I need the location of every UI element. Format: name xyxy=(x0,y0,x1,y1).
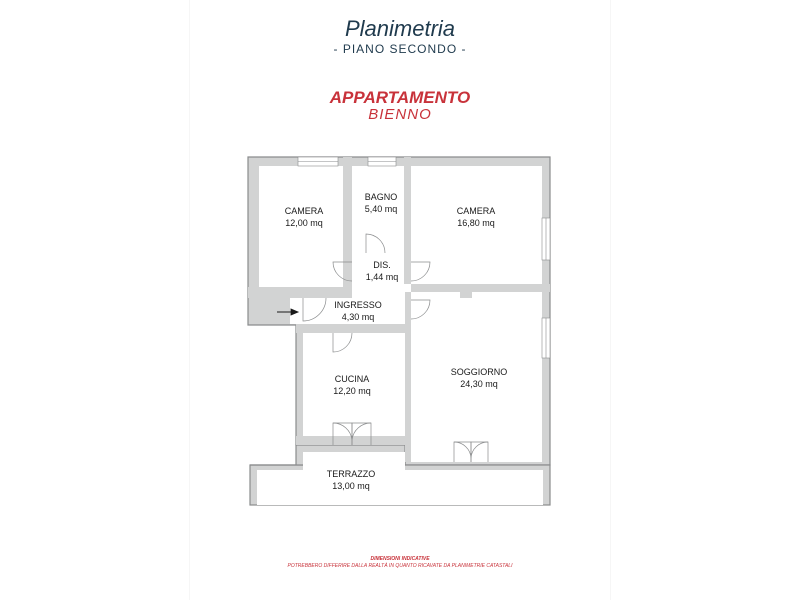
room-cucina xyxy=(303,333,405,436)
room-area: 16,80 mq xyxy=(457,218,495,228)
room-name: INGRESSO xyxy=(334,300,382,310)
room-name: BAGNO xyxy=(364,192,398,202)
room-area: 4,30 mq xyxy=(341,312,375,322)
apartment-label: APPARTAMENTO xyxy=(329,88,471,107)
room-camera-1 xyxy=(259,166,343,287)
room-name: TERRAZZO xyxy=(326,469,376,479)
room-label-terrazzo: TERRAZZO 13,00 mq xyxy=(306,468,396,492)
room-area: 24,30 mq xyxy=(460,379,498,389)
room-ingresso xyxy=(303,298,411,324)
room-label-camera-1: CAMERA 12,00 mq xyxy=(259,205,349,229)
room-label-bagno: BAGNO 5,40 mq xyxy=(336,191,426,215)
room-ingresso-ext xyxy=(290,298,304,324)
door-swings xyxy=(302,233,489,462)
room-label-dis: DIS. 1,44 mq xyxy=(337,259,427,283)
room-dis xyxy=(343,253,411,298)
windows xyxy=(297,156,551,359)
disclaimer-text: POTREBBERO DIFFERIRE DALLA REALTÀ IN QUA… xyxy=(287,563,513,569)
room-area: 1,44 mq xyxy=(365,272,399,282)
room-name: CUCINA xyxy=(334,374,370,384)
room-name: CAMERA xyxy=(456,206,496,216)
terrace-inner xyxy=(303,452,405,470)
page-title: Planimetria xyxy=(344,16,456,41)
room-area: 13,00 mq xyxy=(332,481,370,491)
entrance-arrow-icon xyxy=(277,308,300,316)
apartment-name: BIENNO xyxy=(368,106,432,123)
page-subtitle: - PIANO SECONDO - xyxy=(333,42,467,56)
room-name: CAMERA xyxy=(284,206,324,216)
room-label-soggiorno: SOGGIORNO 24,30 mq xyxy=(434,366,524,390)
disclaimer-title: DIMENSIONI INDICATIVE xyxy=(370,556,430,562)
room-label-cucina: CUCINA 12,20 mq xyxy=(307,373,397,397)
room-name: SOGGIORNO xyxy=(450,367,508,377)
room-label-camera-2: CAMERA 16,80 mq xyxy=(431,205,521,229)
room-area: 5,40 mq xyxy=(364,204,398,214)
room-area: 12,20 mq xyxy=(333,386,371,396)
room-camera-2 xyxy=(411,166,542,284)
room-soggiorno xyxy=(411,292,542,462)
room-label-ingresso: INGRESSO 4,30 mq xyxy=(313,299,403,323)
room-area: 12,00 mq xyxy=(285,218,323,228)
room-name: DIS. xyxy=(373,260,391,270)
terrace-floor xyxy=(257,470,543,505)
